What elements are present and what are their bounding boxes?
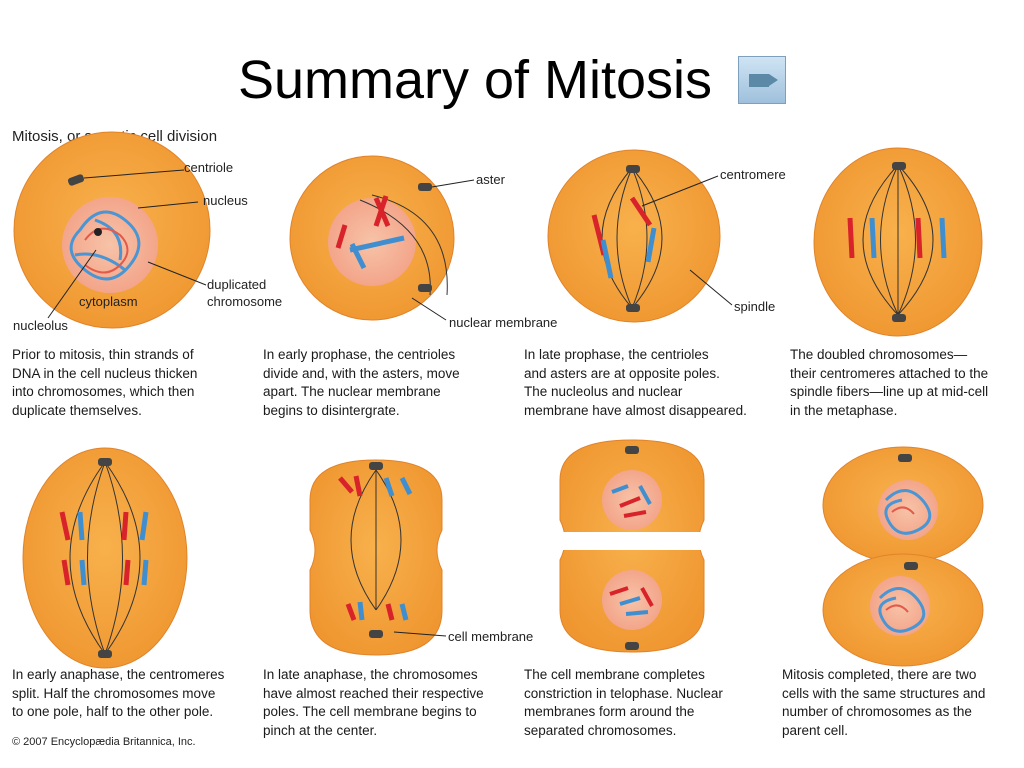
movie-icon[interactable] — [738, 55, 787, 104]
caption-early-anaphase: In early anaphase, the centromeres split… — [12, 667, 225, 719]
label-spindle: spindle — [734, 299, 776, 314]
label-nucleolus: nucleolus — [13, 318, 68, 333]
cell-late-anaphase — [309, 459, 447, 656]
label-duplicated-chromosome: duplicated chromosome — [207, 277, 283, 309]
caption-telophase: The cell membrane completes constriction… — [524, 667, 723, 738]
copyright-notice: © 2007 Encyclopædia Britannica, Inc. — [12, 736, 196, 748]
cell-telophase — [557, 439, 707, 653]
caption-metaphase: The doubled chromosomes— their centromer… — [790, 347, 989, 418]
cell-late-prophase — [547, 149, 733, 323]
slide-title-text: Summary of Mitosis — [237, 50, 713, 110]
caption-early-prophase: In early prophase, the centrioles divide… — [263, 347, 460, 418]
label-nucleus: nucleus — [203, 193, 248, 208]
cell-interphase — [13, 131, 211, 329]
label-centriole: centriole — [184, 160, 234, 175]
caption-late-prophase: In late prophase, the centrioles and ast… — [524, 347, 747, 418]
cell-metaphase — [813, 147, 983, 337]
caption-interphase: Prior to mitosis, thin strands of DNA in… — [12, 347, 198, 418]
caption-late-anaphase: In late anaphase, the chromosomes have a… — [263, 667, 484, 738]
label-cytoplasm: cytoplasm — [79, 294, 138, 309]
caption-mitosis-completed: Mitosis completed, there are two cells w… — [782, 667, 986, 738]
label-cell-membrane: cell membrane — [448, 629, 534, 644]
slide-title: Summary of Mitosis — [0, 48, 1024, 112]
cell-daughter-cells — [822, 446, 984, 667]
label-nuclear-membrane: nuclear membrane — [449, 315, 558, 330]
cell-early-prophase — [289, 155, 475, 321]
label-centromere: centromere — [720, 167, 786, 182]
cell-early-anaphase — [22, 447, 188, 669]
label-aster: aster — [476, 172, 505, 187]
